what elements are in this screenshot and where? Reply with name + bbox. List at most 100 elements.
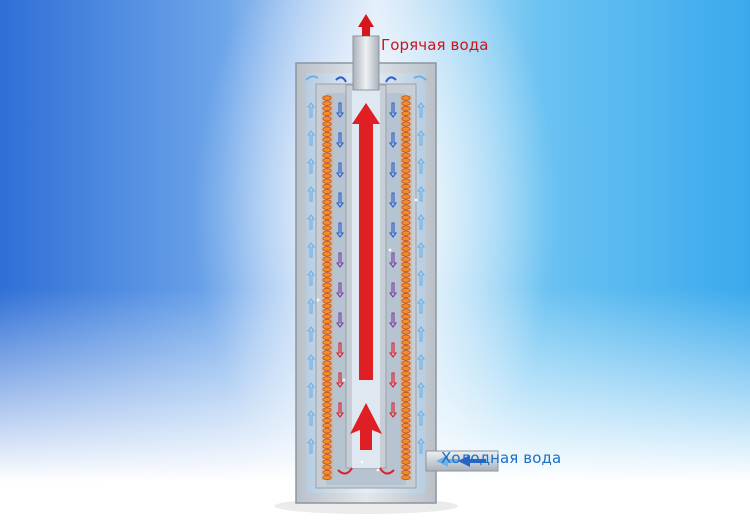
- arrow-up-icon: [306, 298, 316, 314]
- coil-bead: [401, 256, 411, 262]
- coil-bead: [322, 95, 332, 101]
- coil-bead: [322, 417, 332, 423]
- coil-bead: [401, 319, 411, 325]
- arrow-down-icon: [335, 252, 345, 268]
- coil-bead: [322, 209, 332, 215]
- coil-bead: [401, 100, 411, 106]
- arrow-up-icon: [416, 298, 426, 314]
- coil-bead: [322, 313, 332, 319]
- coil-bead: [401, 339, 411, 345]
- coil-bead: [322, 397, 332, 403]
- coil-bead: [322, 105, 332, 111]
- coil-bead: [401, 215, 411, 221]
- coil-bead: [401, 308, 411, 314]
- coil-bead: [401, 199, 411, 205]
- bubble: [342, 378, 346, 382]
- coil-bead: [322, 116, 332, 122]
- coil-bead: [401, 178, 411, 184]
- arrow-up-icon: [306, 102, 316, 118]
- coil-bead: [322, 100, 332, 106]
- coil-bead: [322, 137, 332, 143]
- coil-bead: [322, 111, 332, 117]
- turn-arrow-icon: [337, 467, 353, 475]
- coil-bead: [322, 272, 332, 278]
- coil-bead: [322, 407, 332, 413]
- arrow-down-icon: [388, 342, 398, 358]
- central-hot-flow-arrow: [352, 103, 380, 380]
- coil-bead: [401, 157, 411, 163]
- coil-bead: [401, 121, 411, 127]
- arrow-up-icon: [416, 270, 426, 286]
- coil-bead: [322, 381, 332, 387]
- coil-bead: [322, 220, 332, 226]
- arrow-up-icon: [306, 438, 316, 454]
- coil-bead: [322, 386, 332, 392]
- arrow-down-icon: [335, 162, 345, 178]
- coil-bead: [401, 137, 411, 143]
- arrow-up-icon: [306, 130, 316, 146]
- coil-bead: [401, 204, 411, 210]
- coil-bead: [322, 371, 332, 377]
- coil-bead: [322, 402, 332, 408]
- arrow-up-icon: [306, 270, 316, 286]
- coil-bead: [322, 428, 332, 434]
- arrow-up-icon: [306, 326, 316, 342]
- coil-bead: [401, 433, 411, 439]
- coil-bead: [401, 475, 411, 481]
- arrow-down-icon: [335, 102, 345, 118]
- coil-bead: [322, 225, 332, 231]
- coil-bead: [401, 287, 411, 293]
- arrow-down-icon: [335, 312, 345, 328]
- arrow-up-icon: [416, 410, 426, 426]
- coil-bead: [322, 261, 332, 267]
- coil-bead: [401, 142, 411, 148]
- coil-bead: [401, 417, 411, 423]
- coil-bead: [322, 204, 332, 210]
- coil-bead: [401, 282, 411, 288]
- coil-bead: [401, 194, 411, 200]
- coil-bead: [322, 293, 332, 299]
- coil-bead: [322, 277, 332, 283]
- arrow-left-icon: [436, 455, 458, 467]
- coil-bead: [401, 189, 411, 195]
- coil-bead: [322, 449, 332, 455]
- arrow-up-icon: [306, 354, 316, 370]
- coil-bead: [401, 126, 411, 132]
- arrow-up-icon: [358, 14, 374, 36]
- coil-bead: [401, 355, 411, 361]
- coil-bead: [322, 438, 332, 444]
- coil-bead: [322, 376, 332, 382]
- coil-bead: [322, 235, 332, 241]
- coil-bead: [322, 121, 332, 127]
- arrow-down-icon: [388, 222, 398, 238]
- coil-bead: [401, 116, 411, 122]
- turn-arrow-icon: [413, 75, 427, 81]
- arrow-down-icon: [335, 372, 345, 388]
- coil-bead: [322, 282, 332, 288]
- coil-bead: [401, 95, 411, 101]
- coil-bead: [401, 277, 411, 283]
- left-heating-element: [322, 95, 332, 481]
- coil-bead: [401, 324, 411, 330]
- coil-bead: [322, 350, 332, 356]
- coil-bead: [401, 391, 411, 397]
- coil-bead: [401, 464, 411, 470]
- arrow-up-icon: [416, 354, 426, 370]
- coil-bead: [401, 225, 411, 231]
- coil-bead: [401, 168, 411, 174]
- coil-bead: [401, 293, 411, 299]
- coil-bead: [322, 303, 332, 309]
- coil-bead: [322, 459, 332, 465]
- coil-bead: [322, 365, 332, 371]
- arrow-up-icon: [306, 186, 316, 202]
- coil-bead: [401, 438, 411, 444]
- right-heating-element: [401, 95, 411, 481]
- coil-bead: [401, 469, 411, 475]
- coil-bead: [401, 443, 411, 449]
- coil-bead: [322, 345, 332, 351]
- coil-bead: [322, 163, 332, 169]
- arrow-down-icon: [388, 162, 398, 178]
- coil-bead: [322, 329, 332, 335]
- arrow-up-icon: [416, 158, 426, 174]
- coil-bead: [401, 131, 411, 137]
